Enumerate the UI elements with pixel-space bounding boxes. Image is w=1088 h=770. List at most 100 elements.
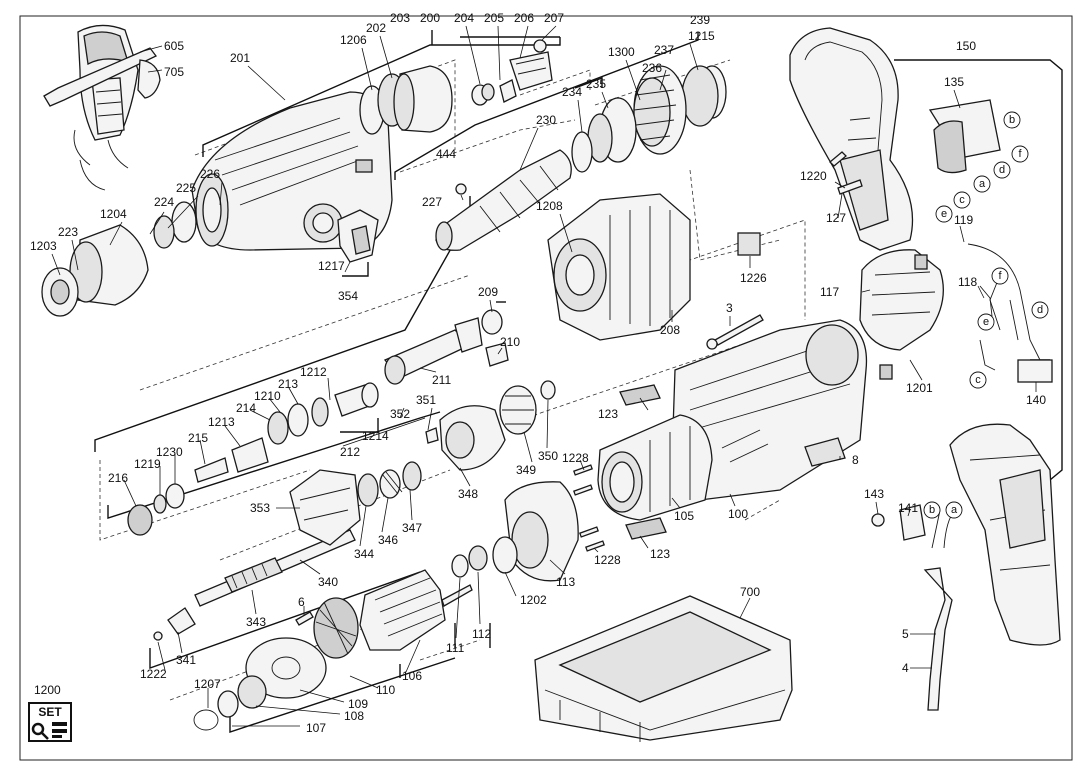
label-239: 239: [690, 13, 710, 27]
pins: [573, 464, 605, 552]
baffle-and-rings: [193, 637, 327, 731]
label-107: 107: [306, 721, 326, 735]
label-208: 208: [660, 323, 680, 337]
label-113: 113: [556, 575, 575, 589]
detent-parts: [471, 39, 553, 106]
part-number-labels: 605 705 201 1206 202 203 200 204 205 206…: [30, 11, 1046, 735]
label-1206: 1206: [340, 33, 367, 47]
fasteners: [829, 151, 993, 331]
label-213: 213: [278, 377, 298, 391]
strain-relief: [871, 504, 926, 541]
label-206: 206: [514, 11, 534, 25]
side-handle: [43, 24, 161, 191]
motor-housing: [671, 319, 868, 501]
label-346: 346: [378, 533, 398, 547]
assembly-brackets: [94, 30, 1063, 733]
label-150: 150: [956, 39, 976, 53]
label-202: 202: [366, 21, 386, 35]
label-344: 344: [354, 547, 374, 561]
label-140: 140: [1026, 393, 1046, 407]
label-1228b: 1228: [594, 553, 621, 567]
label-1222: 1222: [140, 667, 167, 681]
handle-half-right: [789, 27, 914, 251]
spindle: [435, 149, 572, 251]
label-1200: 1200: [34, 683, 61, 697]
label-605: 605: [164, 39, 184, 53]
letter-e2: e: [983, 316, 989, 328]
label-343: 343: [246, 615, 266, 629]
handle-half-left: [949, 423, 1061, 646]
label-100: 100: [728, 507, 748, 521]
small-screw: [295, 611, 314, 626]
label-1228a: 1228: [562, 451, 589, 465]
mode-selector: [337, 209, 379, 263]
label-109: 109: [348, 697, 368, 711]
label-352: 352: [390, 407, 410, 421]
label-143: 143: [864, 487, 884, 501]
bearings: [451, 536, 518, 578]
label-1214: 1214: [362, 429, 389, 443]
label-237: 237: [654, 43, 674, 57]
label-347: 347: [402, 521, 422, 535]
label-348: 348: [458, 487, 478, 501]
label-234: 234: [562, 85, 582, 99]
letter-a1: a: [979, 178, 986, 190]
power-cord: [923, 509, 956, 711]
label-110: 110: [376, 683, 395, 697]
label-1219: 1219: [134, 457, 161, 471]
label-1202: 1202: [520, 593, 547, 607]
label-209: 209: [478, 285, 498, 299]
label-341: 341: [176, 653, 196, 667]
carbon-brushes: [619, 384, 667, 540]
label-236: 236: [642, 61, 662, 75]
label-141: 141: [898, 501, 918, 515]
label-349: 349: [516, 463, 536, 477]
letter-f2: f: [998, 270, 1002, 282]
wire-letter-markers: b f d a c e f d e c b a: [923, 111, 1049, 519]
label-105: 105: [674, 509, 694, 523]
label-215: 215: [188, 431, 208, 445]
letter-b1: b: [1009, 114, 1015, 126]
label-1226: 1226: [740, 271, 767, 285]
label-1207: 1207: [194, 677, 221, 691]
label-203: 203: [390, 11, 410, 25]
label-223: 223: [58, 225, 78, 239]
label-123a: 123: [598, 407, 618, 421]
diagram-frame: [19, 15, 1073, 761]
chuck-sleeve-parts: [359, 65, 453, 135]
carry-case: [534, 595, 793, 742]
label-135: 135: [944, 75, 964, 89]
label-108: 108: [344, 709, 364, 723]
wiring: [967, 243, 1053, 383]
label-117: 117: [820, 285, 839, 299]
gear-assembly: [439, 380, 556, 471]
label-1215: 1215: [688, 29, 715, 43]
label-700: 700: [740, 585, 760, 599]
chuck-parts: [41, 201, 197, 317]
label-1217: 1217: [318, 259, 345, 273]
label-106: 106: [402, 669, 422, 683]
clutch-parts: [357, 461, 422, 507]
label-111: 111: [446, 641, 465, 655]
long-screw: [706, 314, 764, 350]
label-204: 204: [454, 11, 474, 25]
label-225: 225: [176, 181, 196, 195]
label-1300: 1300: [608, 45, 635, 59]
clutch-gear-stack: [571, 65, 727, 173]
fan-guide: [504, 481, 579, 582]
set-kit-icon: SET: [28, 702, 72, 742]
label-1210: 1210: [254, 389, 281, 403]
label-127: 127: [826, 211, 846, 225]
label-444: 444: [436, 147, 456, 161]
piston-parts: [383, 309, 509, 385]
label-1230: 1230: [156, 445, 183, 459]
label-230: 230: [536, 113, 556, 127]
letter-a2: a: [951, 504, 958, 516]
set-icon-text: SET: [38, 705, 62, 719]
letter-c2: c: [975, 374, 981, 386]
label-123b: 123: [650, 547, 670, 561]
label-119: 119: [954, 213, 973, 227]
label-353: 353: [250, 501, 270, 515]
